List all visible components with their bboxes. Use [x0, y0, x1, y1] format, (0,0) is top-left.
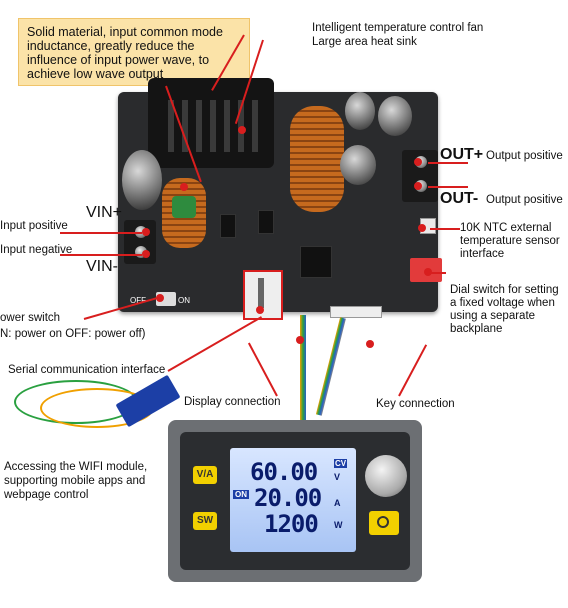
input-negative-leader — [60, 254, 142, 256]
voltage-readout: 60.00 — [250, 458, 318, 486]
display-dot — [296, 336, 304, 344]
board-on-label: ON — [178, 296, 190, 305]
fan-dot — [238, 126, 246, 134]
heatsink-fin — [210, 100, 216, 152]
serial-label: Serial communication interface — [8, 364, 166, 376]
out-minus-leader — [428, 186, 468, 188]
mcu-chip — [300, 246, 332, 278]
voltage-unit: V — [334, 472, 341, 482]
power-switch-dot — [156, 294, 164, 302]
vin-plus-label: VIN+ — [86, 204, 123, 221]
heatsink-fin — [168, 100, 174, 152]
power-switch-label: ower switch — [0, 312, 61, 324]
inductance-callout: Solid material, input common mode induct… — [18, 18, 250, 86]
vin-minus-label: VIN- — [86, 258, 118, 275]
input-positive-leader — [60, 232, 142, 234]
input-negative-label: Input negative — [0, 244, 73, 256]
key-leader — [398, 344, 428, 397]
out-minus-desc: Output positive — [486, 194, 563, 206]
inductor-dot — [180, 183, 188, 191]
dial-leader — [430, 272, 446, 274]
output-capacitor — [340, 145, 376, 185]
current-unit: A — [334, 498, 341, 508]
va-button[interactable]: V/A — [193, 466, 217, 484]
power-unit: W — [334, 520, 343, 530]
heatsink-label: Large area heat sink — [312, 36, 417, 48]
out-plus-leader — [428, 162, 468, 164]
power-readout: 1200 — [264, 510, 319, 538]
ic-chip — [258, 210, 274, 234]
heatsink-fin — [196, 100, 202, 152]
board-off-label: OFF — [130, 296, 146, 305]
inductor-core — [172, 196, 196, 218]
input-negative-dot — [142, 250, 150, 258]
power-button[interactable] — [369, 511, 399, 535]
key-connector — [330, 306, 382, 318]
inductance-callout-text: Solid material, input common mode induct… — [27, 25, 223, 81]
out-minus-label: OUT- — [440, 190, 479, 207]
current-readout: 20.00 — [254, 484, 322, 512]
out-minus-dot — [414, 182, 422, 190]
output-capacitor — [378, 96, 412, 136]
dial-switch-label: Dial switch for setting a fixed voltage … — [450, 284, 559, 335]
heatsink-fin — [252, 100, 258, 152]
key-connection-label: Key connection — [376, 398, 455, 410]
output-inductor — [290, 106, 344, 212]
dial-dot — [424, 268, 432, 276]
wifi-label: Accessing the WIFI module, supporting mo… — [4, 461, 148, 501]
output-capacitor — [345, 92, 375, 130]
out-plus-desc: Output positive — [486, 150, 563, 162]
wifi-module — [115, 374, 181, 428]
ntc-dot — [418, 224, 426, 232]
heatsink-fin — [182, 100, 188, 152]
input-positive-dot — [142, 228, 150, 236]
input-positive-label: Input positive — [0, 220, 68, 232]
display-connection-label: Display connection — [184, 396, 281, 408]
out-plus-dot — [414, 158, 422, 166]
display-cable — [300, 315, 306, 420]
ntc-leader — [430, 228, 460, 230]
input-capacitor — [122, 150, 162, 210]
cv-badge: CV — [334, 459, 348, 468]
serial-dot — [256, 306, 264, 314]
display-leader — [247, 342, 278, 397]
fan-label: Intelligent temperature control fan — [312, 22, 484, 34]
serial-pins — [258, 278, 264, 308]
sw-button[interactable]: SW — [193, 512, 217, 530]
out-plus-label: OUT+ — [440, 146, 484, 163]
on-badge: ON — [233, 490, 249, 499]
heatsink-fin — [224, 100, 230, 152]
ntc-label: 10K NTC external temperature sensor inte… — [460, 222, 560, 260]
adjust-knob[interactable] — [365, 455, 407, 497]
ic-chip — [220, 214, 236, 238]
key-dot — [366, 340, 374, 348]
key-cable — [315, 317, 346, 416]
power-switch-desc: N: power on OFF: power off) — [0, 328, 146, 340]
